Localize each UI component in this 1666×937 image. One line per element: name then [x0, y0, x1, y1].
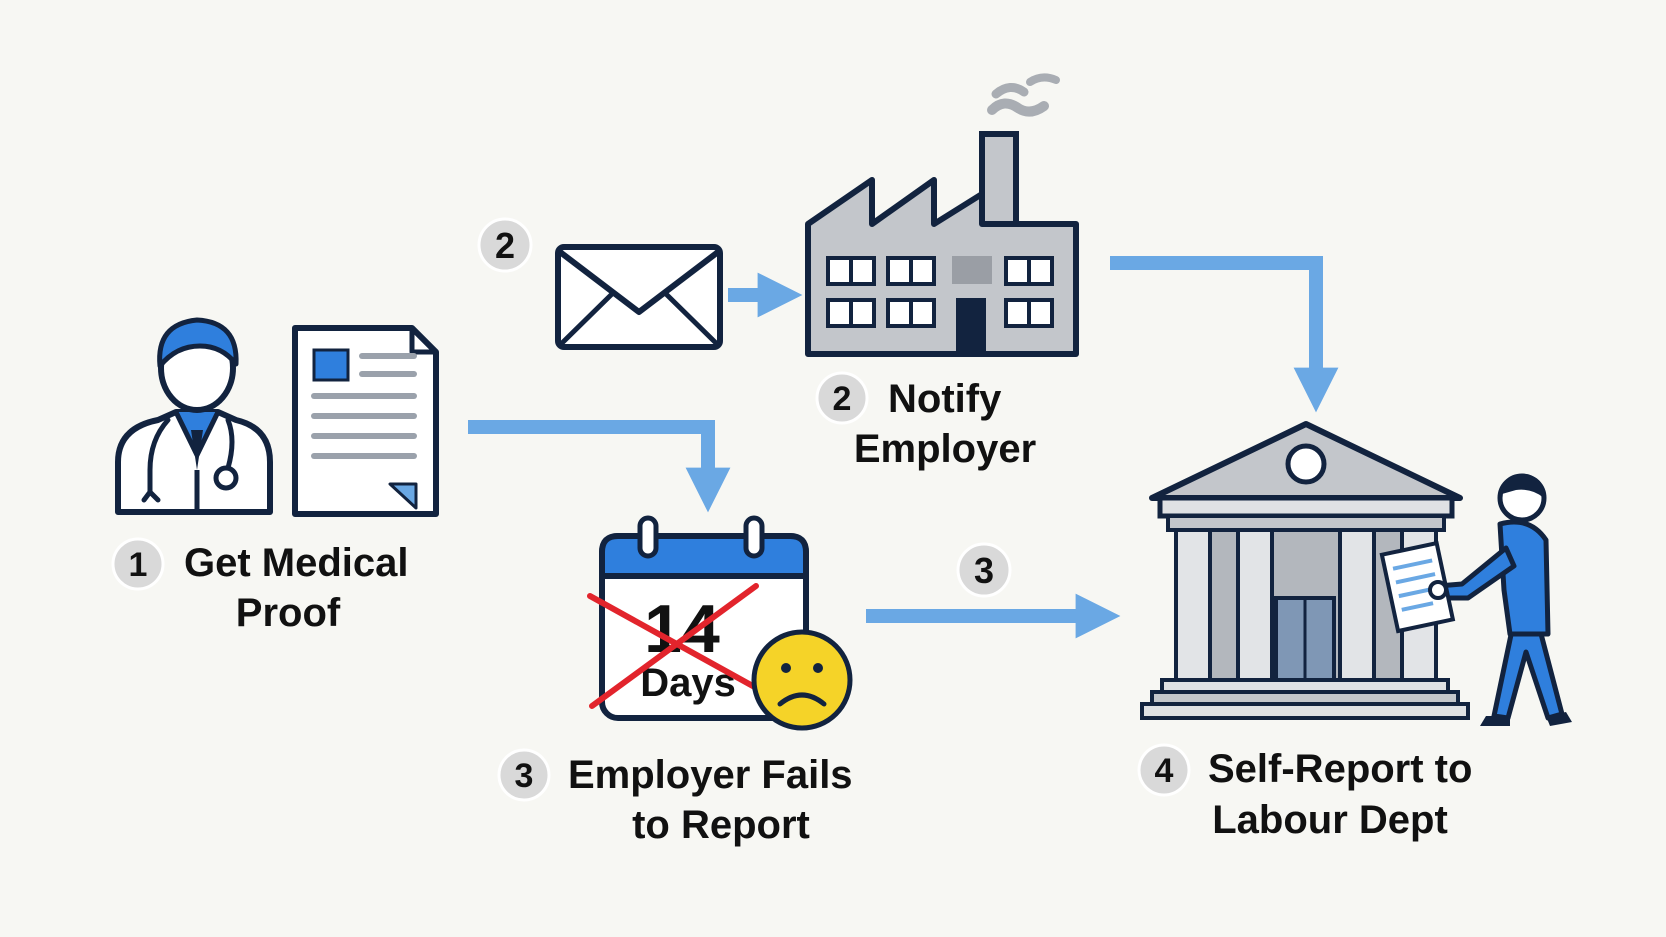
step2-title-line1: Notify — [888, 377, 1002, 421]
step4-number-badge — [1137, 743, 1191, 797]
doctor-icon — [115, 317, 273, 515]
step4-title-line2: Labour Dept — [1212, 798, 1448, 842]
step4-label: 4 Self-Report to Labour Dept — [1137, 743, 1472, 842]
email-connector-number: 2 — [495, 225, 515, 266]
arrow-factory-to-labour-dept — [1110, 256, 1339, 413]
step2-number-badge — [815, 371, 869, 425]
calendar-number: 14 — [644, 591, 720, 667]
step1-title-line2: Proof — [236, 591, 341, 635]
sad-face-icon — [751, 629, 853, 731]
step1-title-line1: Get Medical — [184, 541, 409, 585]
step3-number-badge — [497, 748, 551, 802]
step4-number: 4 — [1155, 752, 1174, 790]
step2-number: 2 — [833, 380, 852, 418]
cross-line-2 — [589, 583, 759, 709]
escalation-connector-number: 3 — [974, 550, 994, 591]
step3-label: 3 Employer Fails to Report — [497, 748, 853, 847]
factory-icon — [805, 73, 1079, 357]
person-reporting-icon — [1379, 473, 1572, 726]
step3-title-line1: Employer Fails — [568, 753, 853, 797]
step2-label: 2 Notify Employer — [815, 371, 1036, 471]
email-connector-badge: 2 — [477, 217, 533, 273]
step3-title-line2: to Report — [632, 803, 810, 847]
step4-title-line1: Self-Report to — [1208, 747, 1472, 791]
medical-document-icon — [292, 325, 439, 517]
step1-number-badge — [111, 537, 165, 591]
step2-title-line2: Employer — [854, 427, 1036, 471]
escalation-connector-badge: 3 — [956, 542, 1012, 598]
envelope-icon — [555, 244, 723, 350]
step1-label: 1 Get Medical Proof — [111, 537, 409, 635]
step3-number: 3 — [515, 757, 534, 795]
arrow-proof-to-calendar — [468, 420, 731, 513]
step1-number: 1 — [129, 546, 148, 584]
